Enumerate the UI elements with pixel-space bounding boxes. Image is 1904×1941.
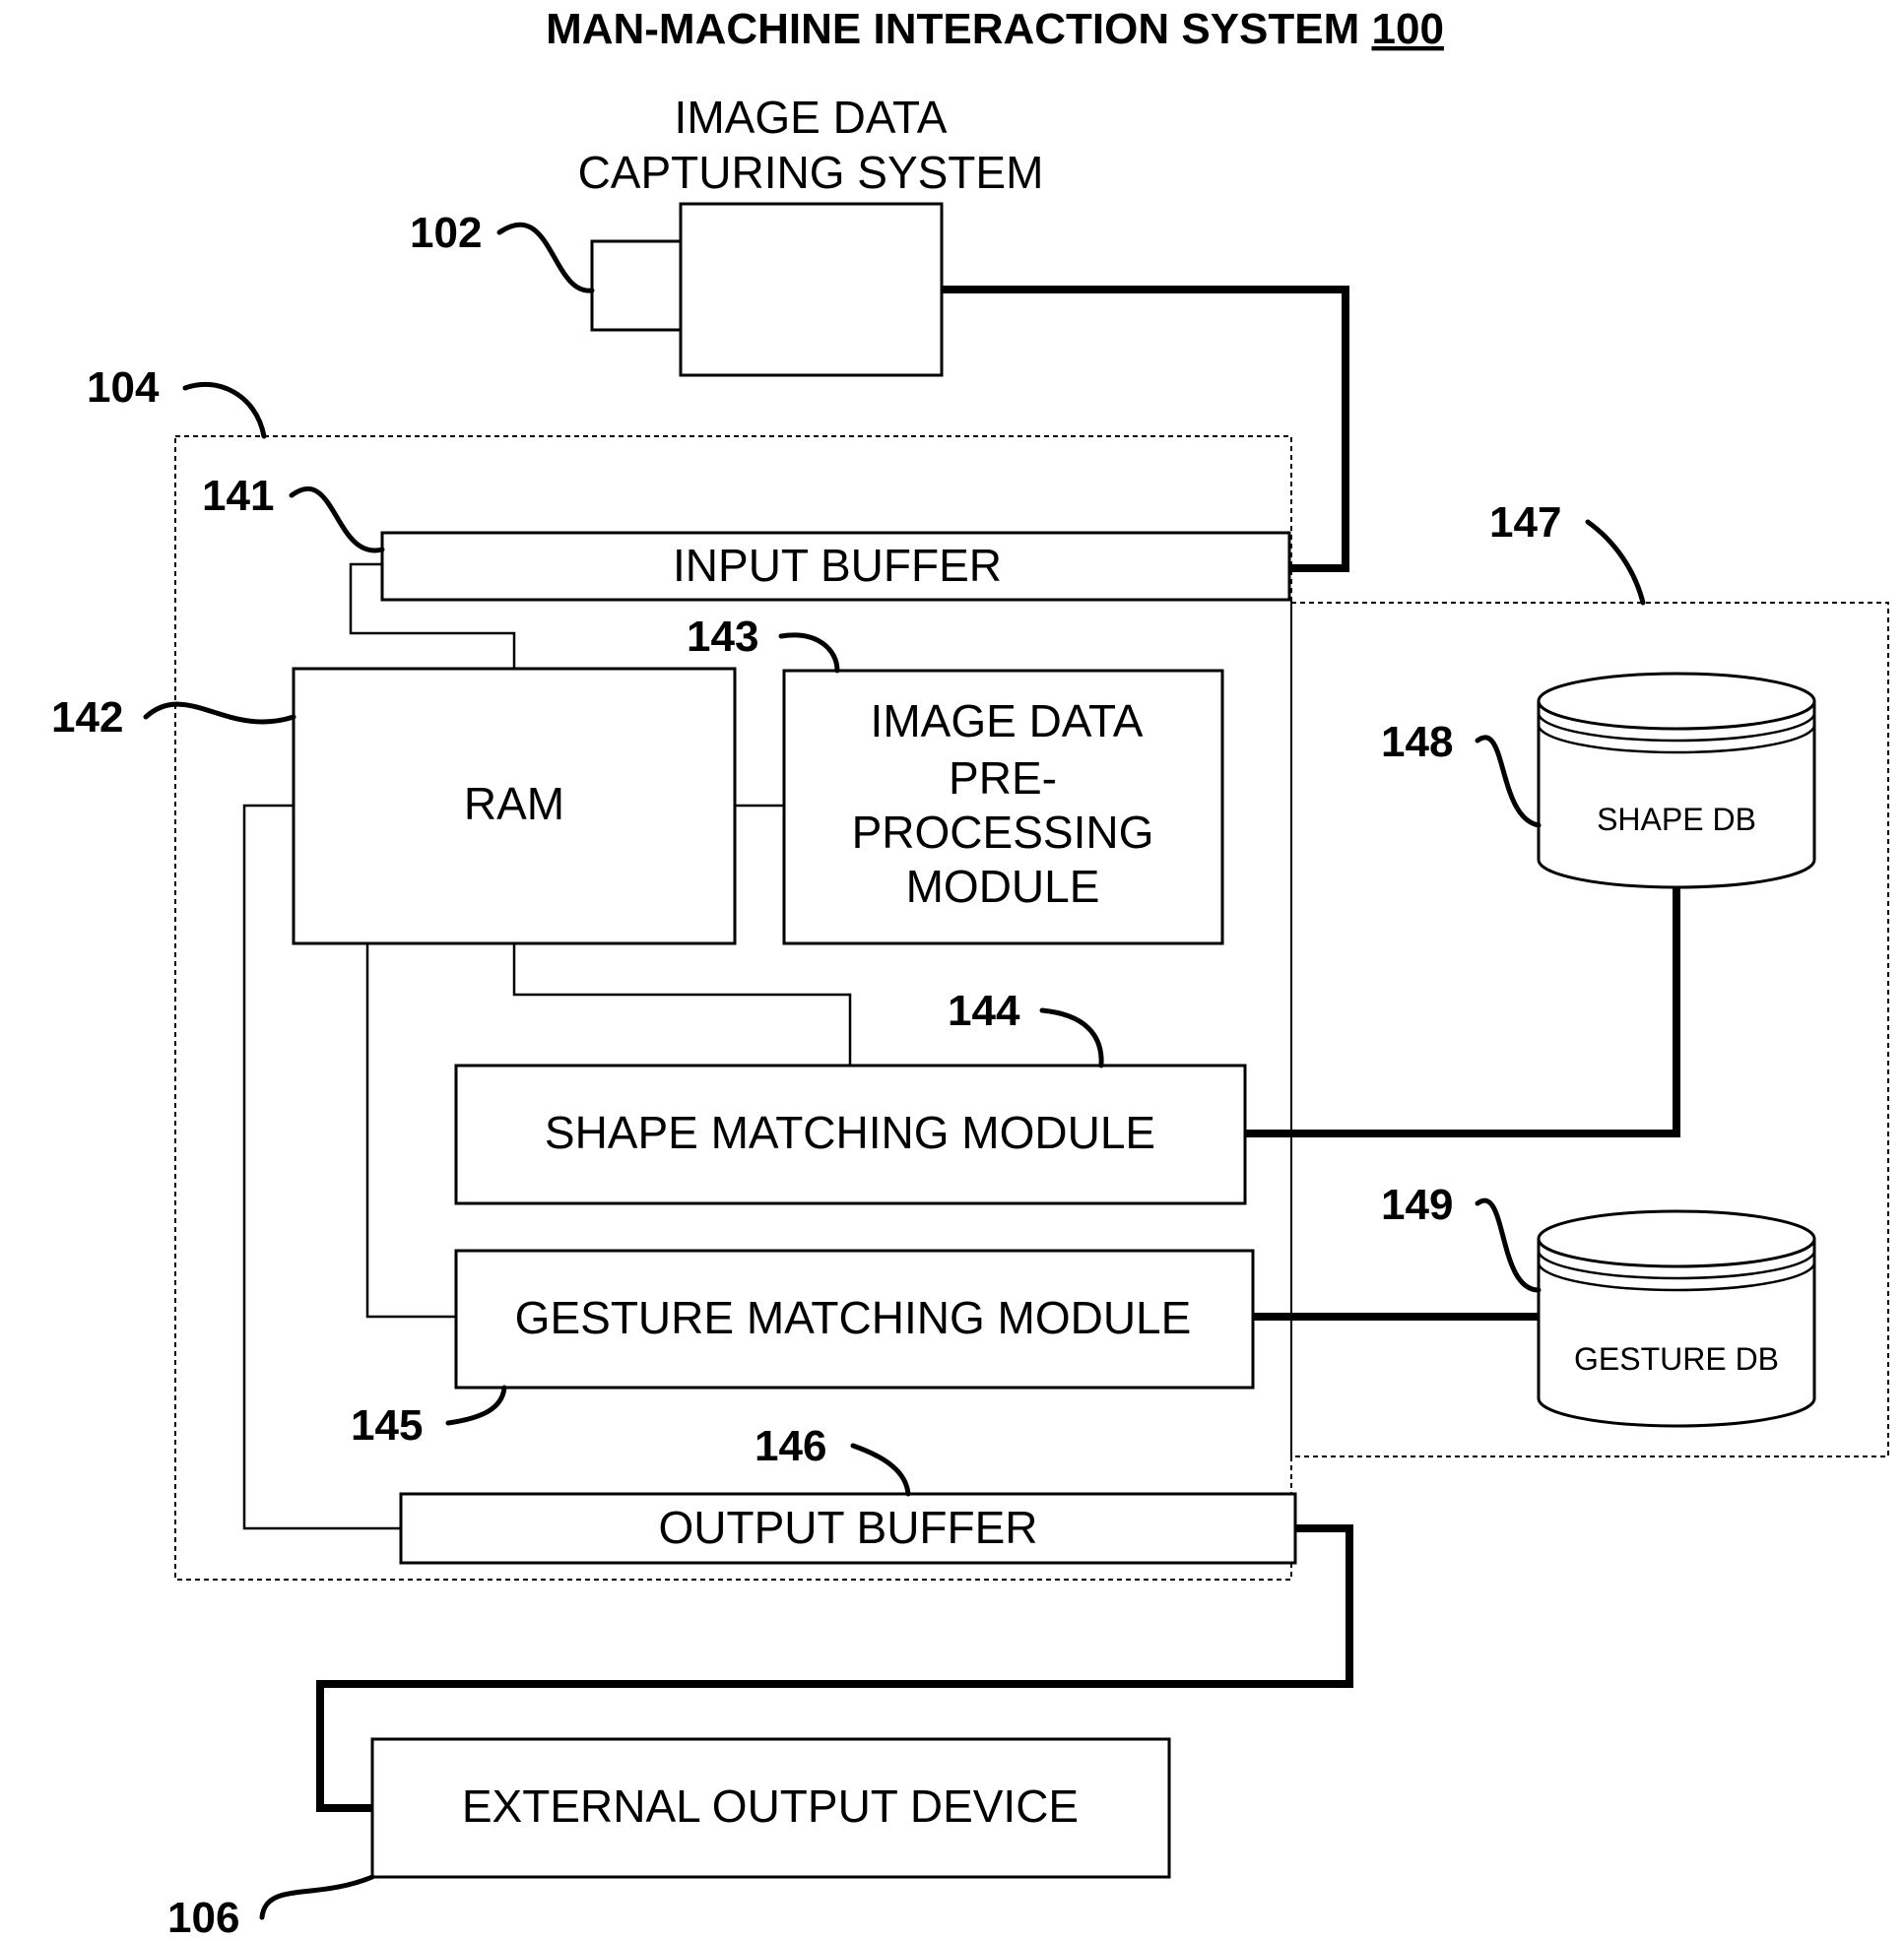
leader-142 [146,704,294,722]
ref-145: 145 [351,1401,423,1450]
leader-146 [853,1446,908,1494]
diagram-title-text: MAN-MACHINE INTERACTION SYSTEM [546,5,1359,53]
leader-148 [1477,738,1539,825]
connector-ram-shape-matching [514,943,850,1066]
capturing-system-label-line1: IMAGE DATA [675,92,948,143]
ref-141: 141 [202,472,274,520]
camera-lens [592,241,681,330]
shape-db-label: SHAPE DB [1597,802,1756,837]
leader-147 [1588,522,1643,603]
leader-104 [185,384,264,436]
ref-147: 147 [1489,498,1561,547]
ref-142: 142 [51,693,123,742]
ref-102: 102 [410,209,482,257]
leader-145 [448,1388,504,1423]
gesture-db-cylinder [1539,1211,1814,1426]
diagram-title-number: 100 [1372,5,1444,53]
connector-shape-matching-shape-db [1245,887,1676,1133]
preprocessing-label-line3: PROCESSING [852,807,1154,858]
gesture-matching-label: GESTURE MATCHING MODULE [515,1292,1192,1343]
shape-db-cylinder [1539,674,1814,887]
ref-146: 146 [755,1422,826,1470]
input-buffer-label: INPUT BUFFER [673,540,1002,591]
leader-106 [262,1877,372,1917]
ref-104: 104 [87,363,160,412]
leader-102 [499,225,592,291]
output-buffer-label: OUTPUT BUFFER [658,1502,1037,1553]
ref-149: 149 [1381,1181,1453,1229]
connector-ram-gesture-matching [367,943,456,1317]
ref-144: 144 [948,987,1020,1035]
leader-149 [1477,1200,1539,1290]
leader-144 [1042,1010,1101,1066]
shape-matching-label: SHAPE MATCHING MODULE [545,1107,1155,1158]
image-data-capturing-system [681,204,942,375]
processing-unit-boundary [175,436,1291,1580]
ref-148: 148 [1381,718,1453,766]
external-output-label: EXTERNAL OUTPUT DEVICE [462,1780,1079,1832]
diagram-title: MAN-MACHINE INTERACTION SYSTEM 100 [546,5,1444,53]
preprocessing-label-line2: PRE- [949,752,1057,804]
connector-camera-input-buffer [942,290,1346,568]
ram-label: RAM [464,778,564,829]
ref-143: 143 [687,613,758,661]
leader-143 [781,635,837,671]
preprocessing-label-line4: MODULE [906,861,1100,912]
gesture-db-label: GESTURE DB [1574,1341,1779,1377]
ref-106: 106 [167,1894,239,1941]
leader-141 [292,488,382,550]
capturing-system-label-line2: CAPTURING SYSTEM [578,147,1044,198]
preprocessing-label-line1: IMAGE DATA [871,695,1144,746]
